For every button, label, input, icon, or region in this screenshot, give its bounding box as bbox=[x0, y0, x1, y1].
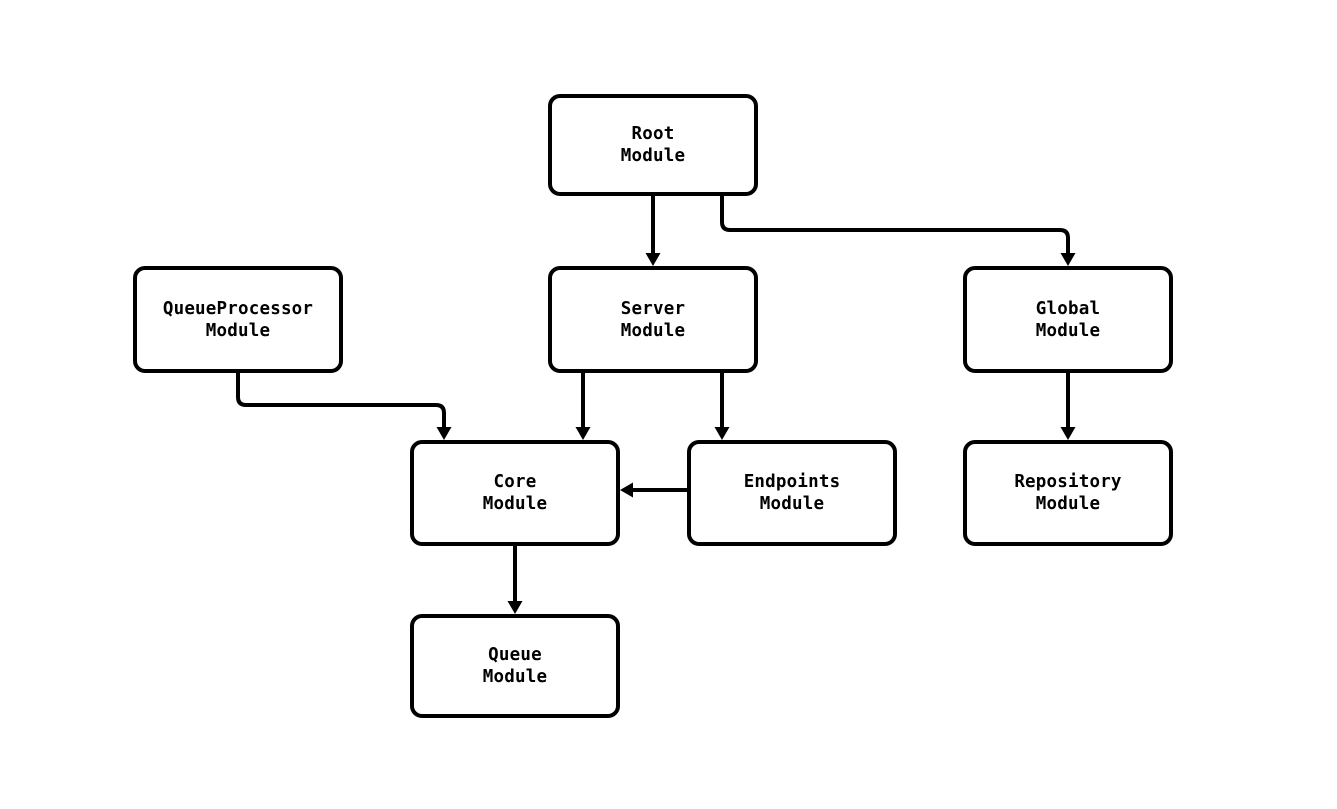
node-queue-module[interactable]: Queue Module bbox=[410, 614, 620, 718]
arrowhead-root-to-global bbox=[1060, 253, 1076, 266]
node-global-module[interactable]: Global Module bbox=[963, 266, 1173, 373]
node-root-module[interactable]: Root Module bbox=[548, 94, 758, 196]
node-label: Core Module bbox=[482, 472, 548, 514]
node-label: Global Module bbox=[1035, 298, 1101, 341]
edge-root-to-global bbox=[720, 196, 1070, 254]
arrowhead-core-to-queue bbox=[507, 601, 523, 614]
node-label: Queue Module bbox=[482, 645, 548, 687]
node-label: Endpoints Module bbox=[743, 472, 841, 514]
node-endpoints-module[interactable]: Endpoints Module bbox=[687, 440, 897, 546]
node-label: Repository Module bbox=[1014, 472, 1122, 514]
node-core-module[interactable]: Core Module bbox=[410, 440, 620, 546]
node-repository-module[interactable]: Repository Module bbox=[963, 440, 1173, 546]
arrowhead-global-to-repository bbox=[1060, 427, 1076, 440]
node-queueprocessor-module[interactable]: QueueProcessor Module bbox=[133, 266, 343, 373]
node-label: Root Module bbox=[620, 124, 686, 166]
arrowhead-endpoints-to-core bbox=[620, 482, 633, 498]
arrowhead-server-to-endpoints bbox=[714, 427, 730, 440]
arrowhead-server-to-core bbox=[575, 427, 591, 440]
arrowhead-root-to-server bbox=[645, 253, 661, 266]
node-label: Server Module bbox=[620, 298, 686, 341]
edge-queueprocessor-to-core bbox=[236, 373, 446, 428]
node-label: QueueProcessor Module bbox=[162, 298, 314, 341]
node-server-module[interactable]: Server Module bbox=[548, 266, 758, 373]
arrowhead-queueprocessor-to-core bbox=[436, 427, 452, 440]
